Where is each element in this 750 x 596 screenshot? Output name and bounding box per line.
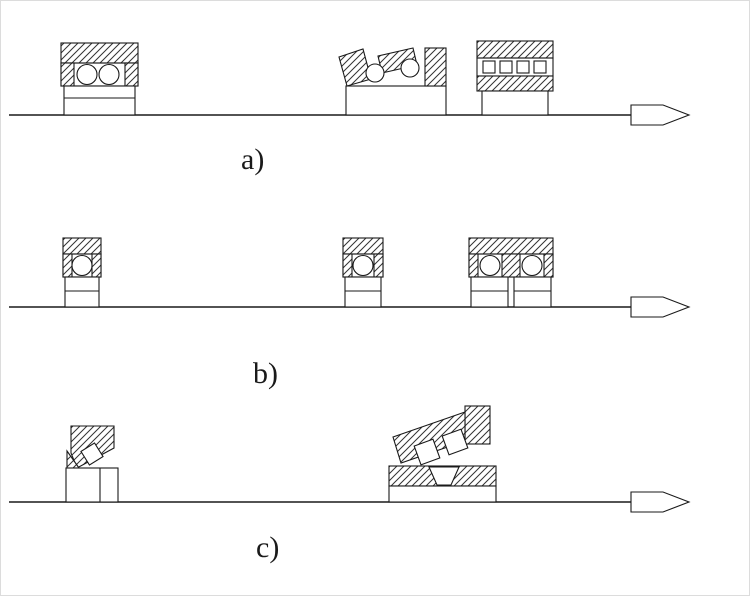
inner-ring — [513, 276, 552, 308]
outer-ring-left — [338, 48, 372, 87]
outer-ring — [62, 237, 102, 255]
outer-ring — [342, 237, 384, 255]
ball — [400, 58, 420, 78]
outer-cup-step — [464, 405, 491, 445]
ball — [352, 254, 374, 277]
ball — [71, 254, 93, 277]
roller — [533, 60, 547, 74]
outer-ring — [476, 40, 554, 59]
outer-ring — [468, 237, 554, 255]
ball — [365, 63, 385, 83]
roller — [482, 60, 496, 74]
ball — [521, 254, 543, 277]
bearing-cylindrical-roller — [476, 40, 554, 116]
tapered-roller — [441, 428, 469, 456]
shaft-arrow-icon-a — [630, 104, 691, 126]
shaft-arrow-icon-c — [630, 491, 691, 513]
ball — [98, 63, 120, 86]
bearing-ball-left — [62, 237, 102, 308]
tapered-roller — [413, 438, 441, 466]
inner-ring — [476, 75, 554, 92]
spacer-left — [468, 253, 479, 278]
inner-ring — [63, 85, 136, 116]
outer-ring-right — [424, 47, 447, 87]
outer-ring — [60, 42, 139, 64]
ball — [76, 63, 98, 86]
row-a: a) — [9, 40, 691, 176]
spacer-left — [342, 253, 353, 278]
spacer-middle — [501, 253, 521, 278]
inner-sleeve — [345, 85, 447, 116]
shaft-arrow-icon-b — [630, 296, 691, 318]
cone-rib-cutout — [428, 466, 460, 486]
inner-ring — [65, 467, 119, 503]
spacer-left — [60, 62, 75, 87]
bearing-tapered-roller-small — [65, 425, 119, 503]
inner-ring — [470, 276, 509, 308]
spacer-right — [543, 253, 554, 278]
spacer-right — [91, 253, 102, 278]
roller — [516, 60, 530, 74]
bearing-ball-pair — [468, 237, 554, 308]
inner-sleeve — [388, 485, 497, 503]
inner-sleeve — [481, 90, 549, 116]
row-b: b) — [9, 237, 691, 390]
inner-ring — [64, 276, 100, 308]
spacer-right — [124, 62, 139, 87]
bearing-ball-middle — [342, 237, 384, 308]
row-label-b: b) — [253, 357, 278, 390]
bearing-double-row-ball — [60, 42, 139, 116]
row-label-c: c) — [256, 531, 279, 564]
bearing-tapered-roller-large — [388, 405, 497, 503]
ball — [479, 254, 501, 277]
row-label-a: a) — [241, 143, 264, 176]
spacer-left — [62, 253, 73, 278]
bearing-angular-contact-pair — [338, 47, 447, 116]
row-c: c) — [9, 405, 691, 564]
inner-ring — [344, 276, 382, 308]
roller — [499, 60, 513, 74]
spacer-right — [373, 253, 384, 278]
tapered-roller — [80, 442, 104, 466]
